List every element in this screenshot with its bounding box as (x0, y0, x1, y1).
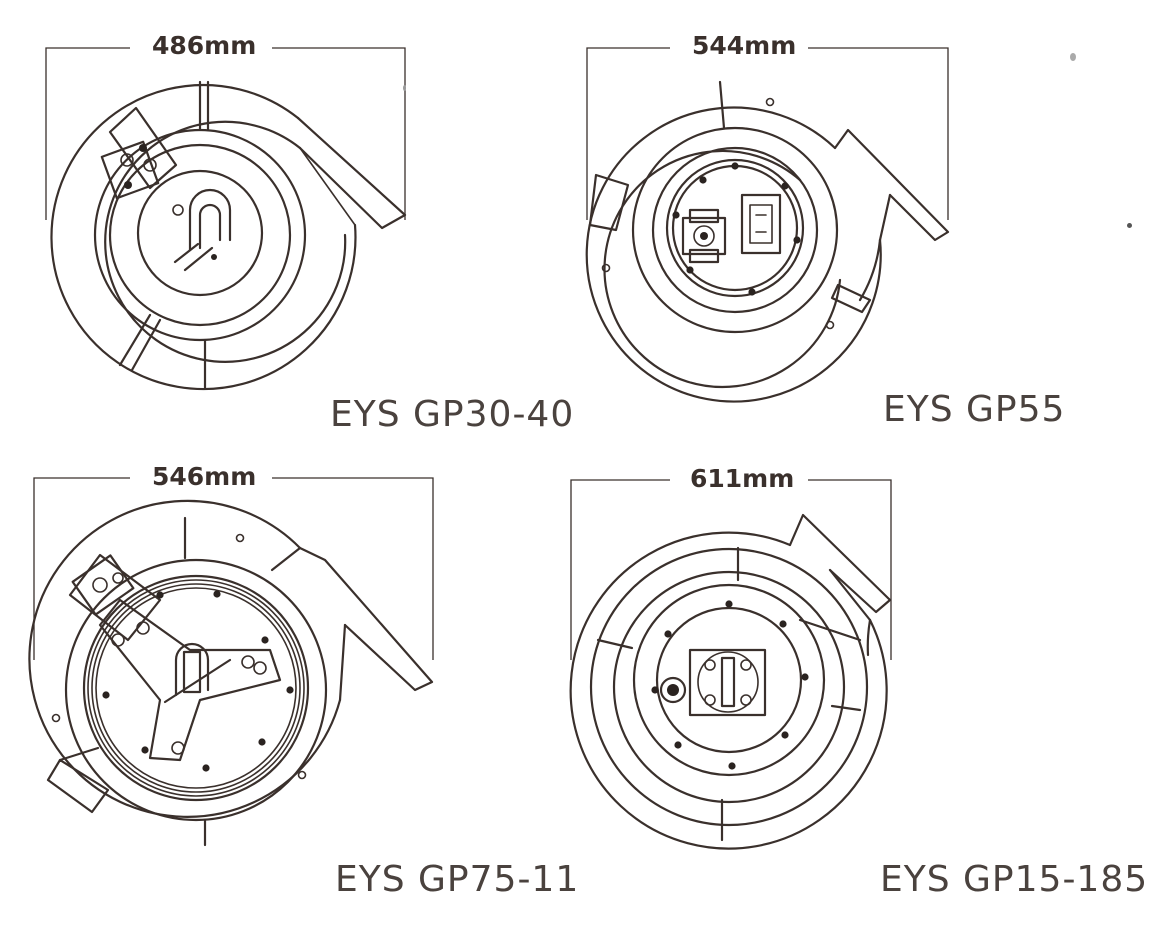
terminal-plate (688, 648, 767, 717)
inner-ring (64, 558, 328, 822)
motor-bracket (98, 598, 282, 762)
outer-ring (589, 547, 869, 827)
dimension-line-right (272, 477, 434, 660)
dimension-line-left (33, 477, 130, 660)
scan-speck (403, 85, 406, 91)
scan-speck (1070, 53, 1076, 61)
model-label-gp55: EYS GP55 (883, 389, 1066, 430)
outer-housing (28, 499, 342, 818)
dimension-line-right (808, 47, 949, 220)
dimension-line-right (272, 47, 406, 220)
dimension-line-right (808, 479, 892, 660)
motor-cover (82, 574, 310, 802)
scan-speck (1127, 223, 1132, 228)
motor-cover (665, 158, 805, 298)
model-label-gp75-11: EYS GP75-11 (335, 859, 580, 900)
dimension-label-gp15-185: 611mm (680, 464, 805, 494)
unit-gp75-11-drawing (28, 477, 434, 847)
unit-gp55-drawing (585, 47, 950, 403)
dimension-line-left (570, 479, 670, 660)
outer-housing (585, 106, 882, 403)
motor-cover (632, 583, 826, 777)
dimension-label-gp75-11: 546mm (142, 462, 267, 492)
outer-housing (569, 531, 888, 850)
model-label-gp15-185: EYS GP15-185 (880, 859, 1149, 900)
dimension-line-left (45, 47, 130, 220)
control-box (740, 193, 782, 255)
dimension-label-gp30-40: 486mm (142, 31, 267, 61)
inner-ring (631, 126, 839, 334)
unit-gp15-185-drawing (569, 479, 892, 850)
motor-cover (136, 169, 264, 297)
unit-gp30-40-drawing (45, 47, 407, 391)
dimension-line-left (586, 47, 670, 220)
model-label-gp30-40: EYS GP30-40 (330, 394, 575, 435)
inner-ring (612, 570, 846, 804)
dimension-label-gp55: 544mm (682, 31, 807, 61)
outer-housing (50, 83, 357, 391)
